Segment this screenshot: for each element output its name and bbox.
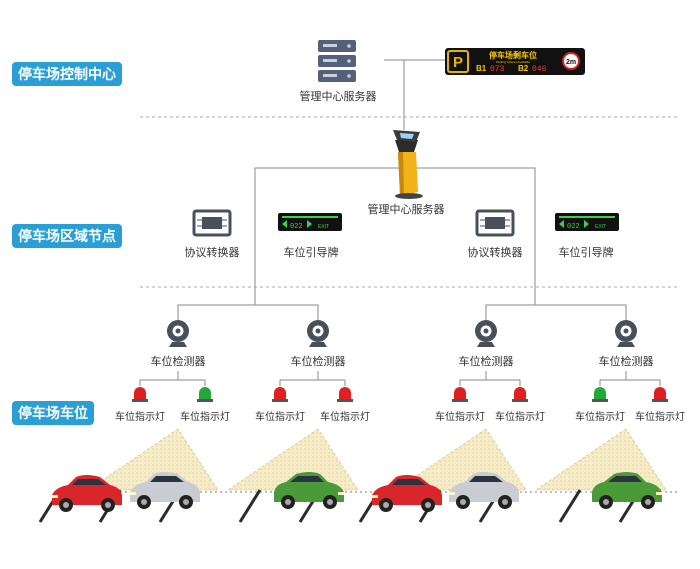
detection-beam [227, 428, 359, 491]
display-b1-value: 073 [490, 65, 505, 74]
guide-board-icon: 022 EXIT [555, 213, 619, 231]
tier-label-area-node: 停车场区域节点 [12, 224, 122, 248]
light-label: 车位指示灯 [180, 412, 230, 423]
connection-lines [139, 59, 661, 386]
detection-beam [87, 428, 219, 491]
light-label: 车位指示灯 [435, 412, 485, 423]
car-icon [52, 475, 122, 512]
kiosk-label: 管理中心服务器 [367, 204, 445, 216]
guide-label: 车位引导牌 [283, 247, 339, 259]
light-label: 车位指示灯 [635, 412, 685, 423]
stall-line [238, 489, 262, 523]
car-icon [592, 472, 662, 509]
detector-label: 车位检测器 [598, 356, 654, 368]
guide-label: 车位引导牌 [558, 247, 614, 259]
light-label: 车位指示灯 [115, 412, 165, 423]
guide-board-icon: 022 EXIT [278, 213, 342, 231]
tier-label-parking-space: 停车场车位 [12, 401, 94, 425]
indicator-light-icon [512, 387, 528, 402]
stall-line [558, 489, 582, 523]
server-icon [318, 40, 356, 82]
detector-camera-icon [307, 320, 329, 347]
detection-beam [535, 428, 667, 491]
guide-value: 022 [290, 223, 303, 231]
height-limit-icon [562, 52, 580, 70]
protocol-converter-icon [192, 209, 232, 237]
indicator-light-icon [592, 387, 608, 402]
indicator-light-icon [272, 387, 288, 402]
detector-camera-icon [475, 320, 497, 347]
car-icon [274, 472, 344, 509]
light-label: 车位指示灯 [320, 412, 370, 423]
indicator-light-icon [197, 387, 213, 402]
parking-p-icon: P [453, 54, 463, 71]
guide-value: 022 [567, 223, 580, 231]
indicator-light-icon [652, 387, 668, 402]
car-icon [449, 472, 519, 509]
light-label: 车位指示灯 [495, 412, 545, 423]
display-subtitle: Parking Spaces Available [496, 60, 530, 64]
parking-led-display: P 停车场剩车位 Parking Spaces Available B1 073… [445, 48, 585, 75]
indicator-light-icon [337, 387, 353, 402]
car-icon [372, 475, 442, 512]
guide-exit-text: EXIT [318, 224, 329, 230]
tier-label-control-center: 停车场控制中心 [12, 62, 122, 86]
server-label: 管理中心服务器 [299, 91, 377, 103]
light-label: 车位指示灯 [575, 412, 625, 423]
car-icon [130, 472, 200, 509]
detector-camera-icon [615, 320, 637, 347]
kiosk-icon [393, 130, 423, 199]
guide-exit-text: EXIT [595, 224, 606, 230]
detector-label: 车位检测器 [290, 356, 346, 368]
indicator-light-icon [452, 387, 468, 402]
converter-label: 协议转换器 [184, 247, 240, 259]
display-b2-value: 046 [532, 65, 547, 74]
light-label: 车位指示灯 [255, 412, 305, 423]
display-title: 停车场剩车位 [489, 50, 537, 60]
detector-label: 车位检测器 [150, 356, 206, 368]
detector-label: 车位检测器 [458, 356, 514, 368]
indicator-light-icon [132, 387, 148, 402]
display-badge: 2m [566, 59, 576, 66]
display-b2-label: B2 [518, 64, 529, 73]
protocol-converter-icon [475, 209, 515, 237]
converter-label: 协议转换器 [467, 247, 523, 259]
display-b1-label: B1 [476, 64, 487, 73]
detector-camera-icon [167, 320, 189, 347]
